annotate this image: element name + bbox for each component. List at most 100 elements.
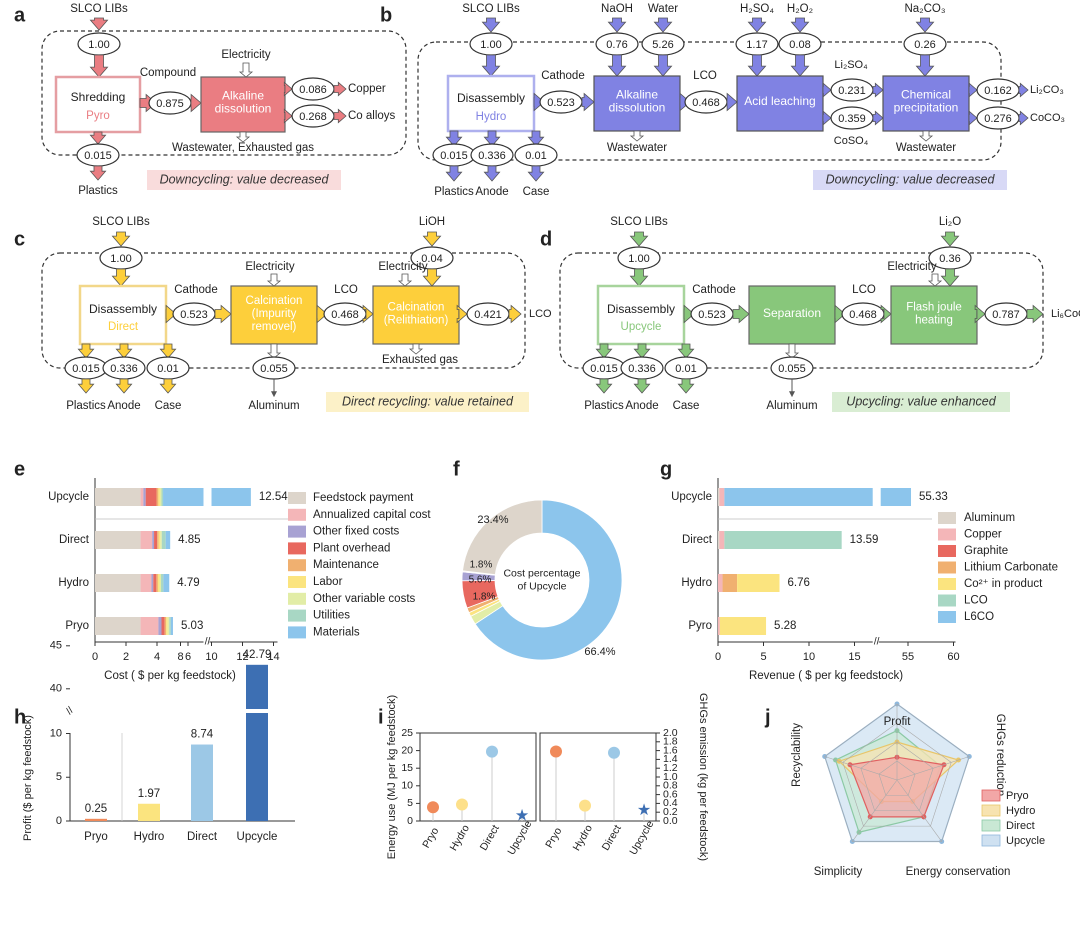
flow-arrow-down	[527, 130, 545, 147]
y-axis-label: GHGs emission (kg per feedstock)	[697, 693, 709, 861]
bar-total: 4.85	[178, 534, 200, 546]
result-tag-text: Downcycling: value decreased	[826, 172, 996, 186]
bottom-label: Anode	[107, 400, 140, 412]
legend-label: Direct	[1006, 820, 1035, 832]
bar-segment	[159, 488, 162, 506]
flow-arrow-right	[283, 81, 293, 97]
precipitation-box	[882, 75, 970, 132]
flow-arrow-down	[633, 343, 651, 359]
category-label: Pryo	[65, 620, 89, 632]
legend-label: LCO	[964, 595, 988, 607]
legend-swatch	[938, 561, 956, 574]
flow-arrow-right	[165, 304, 177, 324]
flow-value: 0.015	[72, 363, 100, 375]
point	[579, 799, 591, 812]
bar-total: 6.76	[788, 577, 810, 589]
bottom-label: Case	[673, 400, 700, 412]
y-tick-label: 1.6	[663, 744, 678, 756]
pie-slice	[474, 499, 623, 661]
flow-value: 0.01	[157, 363, 178, 375]
flow-label: LCO	[334, 284, 358, 296]
bar-segment	[165, 531, 171, 549]
legend-label: Materials	[313, 626, 360, 638]
output-label: CoCO₃	[1030, 112, 1065, 124]
bottom-label: Case	[155, 400, 182, 412]
bar-value: 8.74	[191, 729, 214, 741]
panel-letter: h	[14, 706, 26, 728]
flow-value: 0.468	[849, 309, 877, 321]
bar-segment	[718, 574, 723, 592]
box-label: Calcination	[246, 295, 303, 307]
reagent-label: Water	[648, 3, 678, 15]
flow-arrow-down	[915, 17, 935, 33]
flow-arrow-right	[1018, 110, 1029, 126]
x-axis-label: Revenue ( $ per kg feedstock)	[749, 670, 903, 682]
flow-value: 0.468	[692, 97, 720, 109]
x-tick-label: 5	[760, 651, 766, 663]
legend-label: Graphite	[964, 545, 1008, 557]
flow-value: 0.055	[778, 363, 806, 375]
panel-letter: e	[14, 458, 25, 480]
flow-value: 0.336	[628, 363, 656, 375]
box-label: Separation	[763, 306, 821, 320]
small-arrow	[397, 273, 413, 287]
bar-segment	[152, 531, 155, 549]
legend-label: Labor	[313, 576, 343, 588]
y-axis-label: Energy use (MJ per kg feedstock)	[386, 695, 398, 859]
legend-label: Lithium Carbonate	[964, 562, 1058, 574]
box-label: removel)	[252, 321, 297, 333]
reagent-label: Na₂CO₃	[904, 3, 945, 15]
category-label: Pyro	[688, 620, 712, 632]
legend-swatch	[981, 804, 1001, 817]
box-label: Alkaline	[616, 88, 658, 102]
bar-segment	[160, 531, 162, 549]
legend-label: Copper	[964, 529, 1002, 541]
input-label: SLCO LIBs	[92, 216, 150, 228]
point	[427, 801, 439, 814]
flow-arrow-down	[483, 165, 501, 182]
method-label: Upcycle	[621, 321, 662, 333]
flow-value: 0.421	[474, 309, 502, 321]
bottom-label: Plastics	[78, 185, 118, 197]
slice-label: 66.4%	[584, 646, 615, 658]
bar-segment	[95, 574, 141, 592]
bar-segment	[718, 488, 720, 506]
category-label: Upcycle	[671, 491, 712, 503]
result-tag-text: Upcycling: value enhanced	[846, 394, 996, 408]
bar-value: 0.25	[85, 803, 107, 815]
flow-arrow-down	[790, 54, 810, 77]
box-label: Acid leaching	[744, 94, 815, 108]
panel-letter: j	[764, 706, 771, 728]
bar-segment	[95, 617, 141, 635]
box-label: Calcination	[388, 302, 445, 314]
bar-segment	[163, 574, 170, 592]
bar-segment	[158, 531, 161, 549]
bar-segment	[718, 531, 720, 549]
flow-value: 0.336	[110, 363, 138, 375]
flow-value: 1.00	[480, 39, 501, 51]
flow-value: 1.00	[628, 253, 649, 265]
y-tick-label: 2.0	[663, 727, 678, 739]
side-input: Electricity	[887, 261, 936, 273]
y-tick-label: 5	[407, 797, 413, 809]
legend-swatch	[288, 559, 306, 572]
bar-total: 55.33	[919, 491, 948, 503]
small-arrow	[408, 343, 424, 355]
radar-axis-label: GHGs reduction	[994, 714, 1006, 796]
radar-spoke	[896, 756, 970, 781]
box-label: heating	[915, 315, 953, 327]
legend-swatch	[938, 512, 956, 524]
bar-segment	[880, 488, 912, 506]
flow-value: 0.26	[914, 39, 935, 51]
flow-arrow-right	[333, 108, 347, 124]
flow-arrow-down	[940, 231, 960, 247]
legend-swatch	[288, 576, 306, 588]
flow-value: 0.01	[525, 150, 546, 162]
legend-label: Other variable costs	[313, 593, 416, 605]
bar	[191, 744, 213, 821]
flow-arrow-down	[940, 268, 960, 287]
category-label: Upcycle	[48, 491, 89, 503]
bar-segment	[95, 488, 141, 506]
flow-arrow-down	[747, 54, 767, 77]
